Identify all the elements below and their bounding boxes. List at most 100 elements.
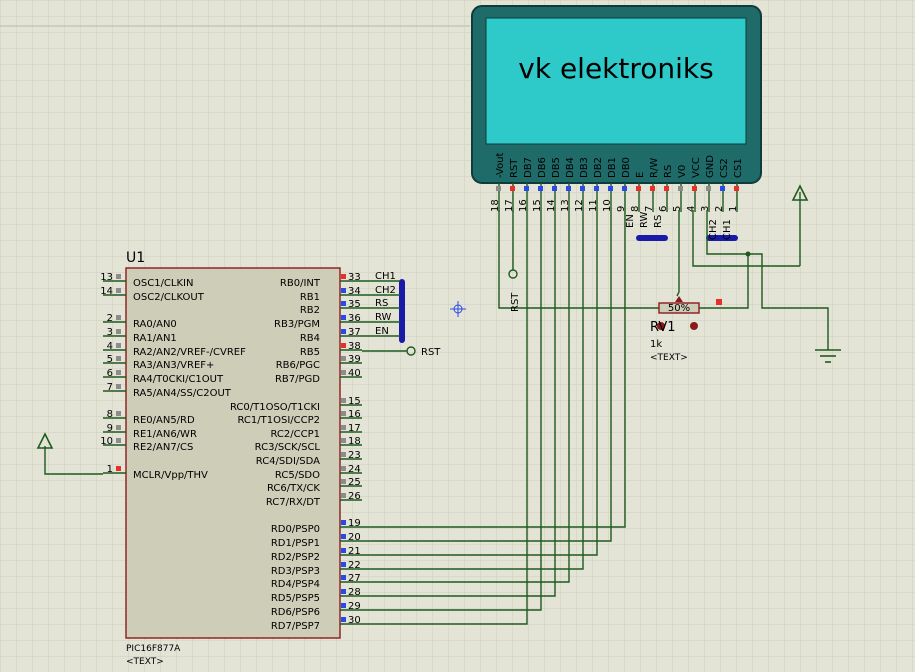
mcu-left-pins: 13OSC1/CLKIN14OSC2/CLKOUT2RA0/AN03RA1/AN…: [100, 272, 246, 481]
lcd-pin-name: DB3: [579, 157, 590, 178]
power-arrow-icon[interactable]: [791, 184, 809, 201]
lcd-net-label: RS: [653, 215, 664, 228]
mcu-pin-number: 15: [348, 396, 361, 407]
mcu-pin-name: RC4/SDI/SDA: [256, 456, 320, 467]
mcu-pin-number: 19: [348, 518, 361, 529]
pin-state-marker: [341, 479, 346, 484]
pin-state-marker: [116, 329, 121, 334]
pin-state-marker: [341, 589, 346, 594]
mcu-pin-name: RB6/PGC: [276, 360, 320, 371]
mcu-pin-number: 39: [348, 354, 361, 365]
lcd-pin-name: DB5: [551, 157, 562, 178]
pin-state-marker: [341, 438, 346, 443]
lcd-module[interactable]: vk elektroniks -Vout18RST17DB716DB615DB5…: [471, 5, 762, 212]
data-wire: [362, 212, 598, 556]
mcu-pin-name: RC6/TX/CK: [267, 483, 320, 494]
lcd-wiring: [498, 192, 829, 350]
pot-adjust-down[interactable]: [657, 322, 665, 330]
mcu-pin-number: 33: [348, 272, 361, 283]
pin-state-marker: [116, 288, 121, 293]
mcu-pin-number: 30: [348, 615, 361, 626]
potentiometer-rv1[interactable]: 50% RV1 1k <TEXT>: [650, 296, 722, 363]
pin-state-marker: [341, 370, 346, 375]
mcu-pin-number: 35: [348, 299, 361, 310]
pin-state-marker: [734, 186, 739, 191]
lcd-net-label: CH2: [708, 219, 719, 240]
pin-state-marker: [341, 603, 346, 608]
pin-state-marker: [510, 186, 515, 191]
lcd-net-label: RW: [639, 211, 650, 228]
lcd-net-label: EN: [625, 214, 636, 228]
mcu-pin-name: RA4/T0CKI/C1OUT: [133, 374, 224, 385]
pin-state-marker: [116, 466, 121, 471]
lcd-pin-number: 5: [672, 206, 683, 212]
mcu-ref: U1: [126, 250, 145, 266]
pin-state-marker: [341, 520, 346, 525]
lcd-pin-number: 12: [574, 199, 585, 212]
mcu-text-placeholder: <TEXT>: [126, 657, 164, 667]
lcd-pin-number: 7: [644, 206, 655, 212]
pin-state-marker: [341, 617, 346, 622]
mcu-pin-number: 40: [348, 368, 361, 379]
pin-state-marker: [341, 301, 346, 306]
ground-icon[interactable]: [815, 349, 841, 363]
lcd-pin-number: 4: [686, 206, 697, 212]
mcu-pin-name: RA3/AN3/VREF+: [133, 360, 214, 371]
mcu-pin-number: 37: [348, 327, 361, 338]
pot-adjust-up[interactable]: [690, 322, 698, 330]
mcu-pin-name: RD7/PSP7: [271, 621, 320, 632]
mcu-pin-number: 38: [348, 341, 361, 352]
pot-text-placeholder: <TEXT>: [650, 353, 688, 363]
mcu-pin-name: RD3/PSP3: [271, 566, 320, 577]
pin-state-marker: [116, 411, 121, 416]
lcd-pin-number: 14: [546, 199, 557, 212]
mcu-pin-name: RD4/PSP4: [271, 579, 320, 590]
lcd-bus-bar: [636, 235, 668, 241]
pin-state-marker: [341, 452, 346, 457]
rb-net-label: EN: [375, 326, 389, 337]
pin-state-marker: [341, 329, 346, 334]
mcu-bus-bar: [399, 279, 405, 343]
mcu-pin-name: RA5/AN4/SS/C2OUT: [133, 388, 232, 399]
mcu-u1[interactable]: U1 13OSC1/CLKIN14OSC2/CLKOUT2RA0/AN03RA1…: [100, 250, 362, 667]
pin-state-marker: [116, 343, 121, 348]
rb-net-label: CH1: [375, 271, 396, 282]
pin-state-marker: [341, 274, 346, 279]
lcd-pin-number: 2: [714, 206, 725, 212]
mcu-pin-name: RB5: [300, 347, 320, 358]
mcu-pin-name: RA2/AN2/VREF-/CVREF: [133, 347, 246, 358]
lcd-pin-number: 13: [560, 199, 571, 212]
data-wire: [362, 212, 584, 570]
pin-state-marker: [341, 288, 346, 293]
mcu-pin-number: 13: [100, 272, 113, 283]
pin-state-marker: [706, 186, 711, 191]
mcu-pin-name: RB4: [300, 333, 320, 344]
lcd-pin-number: 17: [504, 199, 515, 212]
mcu-pin-number: 8: [107, 409, 113, 420]
pin-state-marker: [341, 534, 346, 539]
pin-state-marker: [341, 356, 346, 361]
mcu-pin-name: OSC1/CLKIN: [133, 278, 193, 289]
power-arrow-icon[interactable]: [36, 432, 54, 449]
mcu-pin-name: RA1/AN1: [133, 333, 177, 344]
mcu-pin-number: 3: [107, 327, 113, 338]
mcu-pin-number: 21: [348, 546, 361, 557]
mcu-pin-number: 7: [107, 382, 113, 393]
pin-state-marker: [341, 398, 346, 403]
mcu-pin-name: RD6/PSP6: [271, 607, 320, 618]
mcu-pin-name: RA0/AN0: [133, 319, 177, 330]
crosshair-icon: [450, 301, 466, 317]
mcu-rst-label: RST: [421, 347, 441, 358]
mcu-pin-name: RC3/SCK/SCL: [255, 442, 321, 453]
mcu-pin-number: 9: [107, 423, 113, 434]
mcu-pin-number: 5: [107, 354, 113, 365]
lcd-rst-label: RST: [510, 292, 521, 312]
pin-state-marker: [116, 274, 121, 279]
lcd-pin-name: R/W: [649, 158, 660, 178]
mcu-pin-number: 23: [348, 450, 361, 461]
pot-body: [658, 302, 700, 314]
mcu-pin-number: 17: [348, 423, 361, 434]
mcu-pin-name: RD5/PSP5: [271, 593, 320, 604]
rst-terminal: [508, 269, 518, 279]
